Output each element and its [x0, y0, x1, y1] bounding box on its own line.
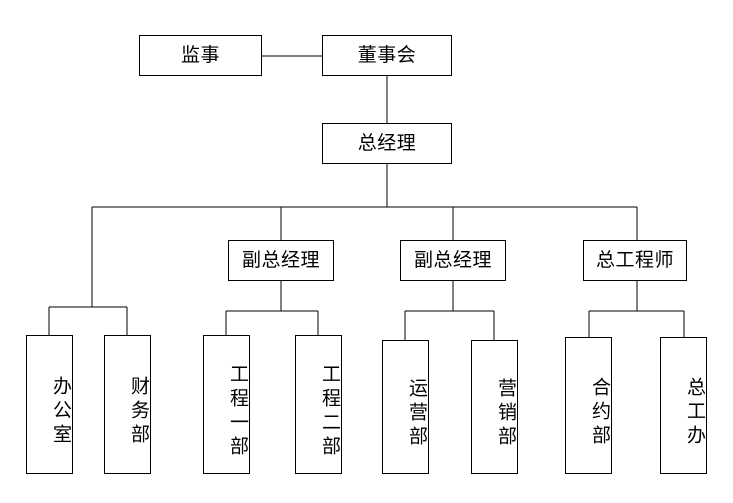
node-office[interactable]: 办公室 — [26, 335, 73, 474]
node-chief-engineer-office[interactable]: 总工办 — [660, 337, 707, 474]
node-finance[interactable]: 财务部 — [104, 335, 151, 474]
node-chief-engineer-label: 总工程师 — [595, 249, 674, 272]
node-office-label: 办公室 — [50, 375, 72, 448]
node-engineering-1-label: 工程一部 — [227, 363, 249, 460]
node-contract[interactable]: 合约部 — [565, 337, 612, 474]
node-deputy-gm-2[interactable]: 副总经理 — [400, 240, 506, 281]
node-chief-engineer[interactable]: 总工程师 — [583, 240, 687, 281]
node-board[interactable]: 董事会 — [322, 35, 452, 76]
node-supervisor[interactable]: 监事 — [139, 35, 262, 76]
node-contract-label: 合约部 — [589, 376, 611, 449]
node-engineering-2-label: 工程二部 — [319, 363, 341, 460]
node-operations[interactable]: 运营部 — [382, 340, 429, 474]
node-operations-label: 运营部 — [406, 378, 428, 450]
node-marketing-label: 营销部 — [495, 378, 517, 450]
node-engineering-2[interactable]: 工程二部 — [295, 335, 342, 474]
node-board-label: 董事会 — [357, 44, 417, 67]
node-deputy-gm-1[interactable]: 副总经理 — [228, 240, 334, 281]
node-engineering-1[interactable]: 工程一部 — [203, 335, 250, 474]
node-deputy-gm-2-label: 副总经理 — [413, 249, 492, 272]
node-supervisor-label: 监事 — [180, 44, 220, 67]
node-deputy-gm-1-label: 副总经理 — [241, 249, 320, 272]
node-chief-engineer-office-label: 总工办 — [684, 376, 706, 449]
node-general-manager-label: 总经理 — [357, 132, 417, 155]
node-general-manager[interactable]: 总经理 — [322, 123, 452, 164]
node-marketing[interactable]: 营销部 — [471, 340, 518, 474]
node-finance-label: 财务部 — [128, 375, 150, 448]
